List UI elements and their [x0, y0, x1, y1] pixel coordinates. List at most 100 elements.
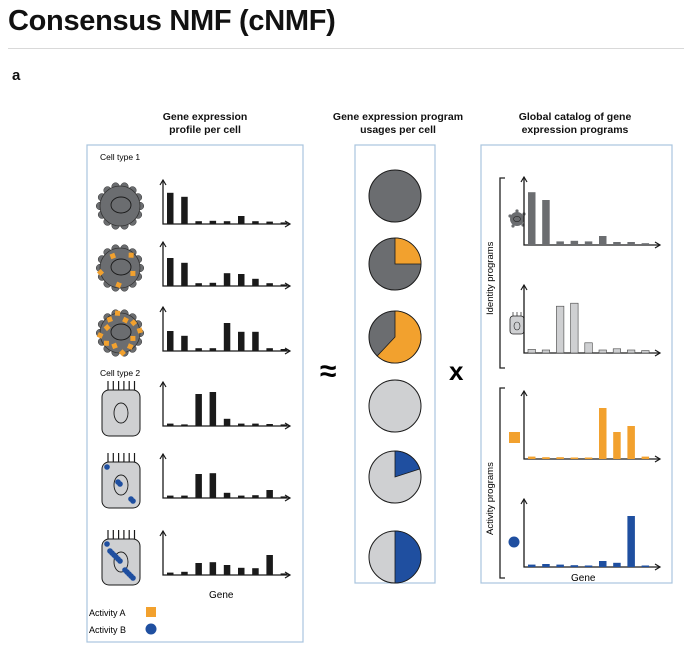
- activity-a-spot: [96, 332, 104, 339]
- activity-b-spot: [122, 567, 128, 573]
- program-chart-activity-A: [520, 389, 662, 463]
- activity-a-spot: [130, 270, 136, 276]
- cell-chart-bar: [280, 573, 288, 575]
- activity-a-spot: [128, 252, 134, 258]
- identity-2-cell-icon: [509, 312, 525, 335]
- cell-chart-bar: [181, 495, 188, 498]
- program-chart-bar: [570, 302, 579, 354]
- middle-header-line1: Gene expression program: [332, 111, 464, 123]
- cell-chart-bar: [195, 394, 202, 426]
- program-chart-bar: [570, 457, 579, 459]
- activity-b-spot: [104, 541, 110, 547]
- usage-pie: [368, 310, 422, 364]
- program-chart-y-arrow: [520, 389, 528, 397]
- cell-chart-axes: [162, 242, 290, 287]
- program-chart-bar: [627, 426, 635, 459]
- identity-programs-label: Identity programs: [485, 241, 496, 315]
- program-chart-bar: [584, 241, 593, 245]
- identity-bracket: [499, 177, 505, 369]
- program-chart-bar: [527, 349, 536, 354]
- left-header-line2: profile per cell: [169, 124, 241, 136]
- cell-body: [101, 389, 141, 437]
- activity-a-spot: [114, 310, 121, 316]
- legend-activity-a-label: Activity A: [89, 608, 126, 618]
- program-chart-axes: [523, 391, 660, 460]
- activity-a-spot: [130, 335, 136, 341]
- cell-body: [99, 185, 141, 227]
- cell-chart-bar: [209, 473, 217, 498]
- cell-chart-x-arrow: [284, 282, 292, 290]
- cell-chart-bar: [181, 424, 188, 426]
- cell-body: [99, 312, 141, 354]
- pie-slice-blue: [394, 450, 421, 478]
- cell-expression-chart: [159, 529, 292, 579]
- program-chart-axes: [523, 499, 660, 568]
- cell-chart-bar: [280, 424, 288, 426]
- cell-chart-bar: [252, 278, 259, 286]
- activity-b-spot: [115, 479, 121, 485]
- program-charts: [520, 175, 662, 571]
- program-chart-bar: [584, 565, 593, 567]
- middle-header-line2: usages per cell: [360, 124, 436, 136]
- cell-chart-bar: [223, 323, 231, 351]
- cell-chart-bar: [223, 492, 231, 498]
- program-chart-bar: [584, 457, 593, 459]
- cell-chart-bar: [266, 490, 273, 498]
- program-chart-bar: [556, 241, 564, 245]
- cell-type-2-label: Cell type 2: [100, 368, 140, 378]
- activity-programs-label: Activity programs: [485, 462, 496, 535]
- right-panel-frame: [480, 144, 673, 584]
- program-chart-bar: [556, 457, 564, 459]
- cell-chart-x-arrow: [284, 422, 292, 430]
- program-chart-x-arrow: [654, 241, 662, 249]
- cell-nucleus: [110, 323, 132, 341]
- middle-column-header: Gene expression program usages per cell: [318, 111, 478, 137]
- activity-a-spot: [126, 343, 134, 350]
- cell-chart-bar: [181, 571, 188, 575]
- program-chart-bar: [542, 200, 550, 245]
- program-chart-identity-2: [520, 283, 662, 357]
- activity-b-spot: [128, 496, 134, 502]
- cell-chart-bar: [167, 495, 174, 498]
- cell-chart-bar: [195, 348, 202, 351]
- program-chart-bar: [641, 565, 650, 567]
- cell-nucleus: [113, 474, 129, 496]
- legend-activity-a-swatch: [146, 607, 156, 617]
- cell-chart-bar: [266, 283, 273, 286]
- program-chart-bar: [556, 564, 564, 567]
- program-chart-bar: [541, 349, 551, 354]
- program-chart-bar: [641, 456, 650, 459]
- cell-chart-bar: [223, 418, 231, 426]
- program-chart-bar: [570, 240, 579, 245]
- gene-axis-label-right: Gene: [571, 573, 596, 584]
- cell-nucleus: [113, 551, 129, 573]
- pie-slice-orange: [376, 310, 422, 364]
- cell-type-1-icon: [95, 182, 145, 230]
- cell-expression-chart: [159, 178, 292, 228]
- program-chart-bar: [542, 564, 550, 567]
- program-chart-bar: [599, 236, 607, 245]
- cell-expression-chart: [159, 240, 292, 290]
- cell-type-1-label: Cell type 1: [100, 152, 140, 162]
- gene-axis-label: Gene: [209, 590, 234, 601]
- cell-chart-axes: [162, 531, 290, 576]
- cell-chart-x-arrow: [284, 571, 292, 579]
- usage-pie: [368, 450, 422, 504]
- program-chart-bar: [542, 457, 550, 459]
- pie-slice-blue: [394, 530, 422, 584]
- cell-chart-axes: [162, 307, 290, 352]
- program-chart-bar: [613, 432, 621, 459]
- cell-chart-y-arrow: [159, 529, 167, 537]
- cell-chart-bar: [238, 331, 245, 351]
- cell-chart-axes: [162, 454, 290, 499]
- panel-label: a: [12, 67, 21, 84]
- left-column-header: Gene expression profile per cell: [120, 111, 290, 137]
- cell-chart-bar: [252, 423, 259, 426]
- program-chart-bar: [627, 349, 636, 354]
- usage-pie: [368, 379, 422, 433]
- cell-chart-x-arrow: [284, 220, 292, 228]
- cell-type-2-icon: [101, 530, 141, 586]
- program-chart-bar: [599, 561, 607, 567]
- cell-chart-bar: [195, 283, 202, 286]
- right-column-header: Global catalog of gene expression progra…: [495, 111, 655, 137]
